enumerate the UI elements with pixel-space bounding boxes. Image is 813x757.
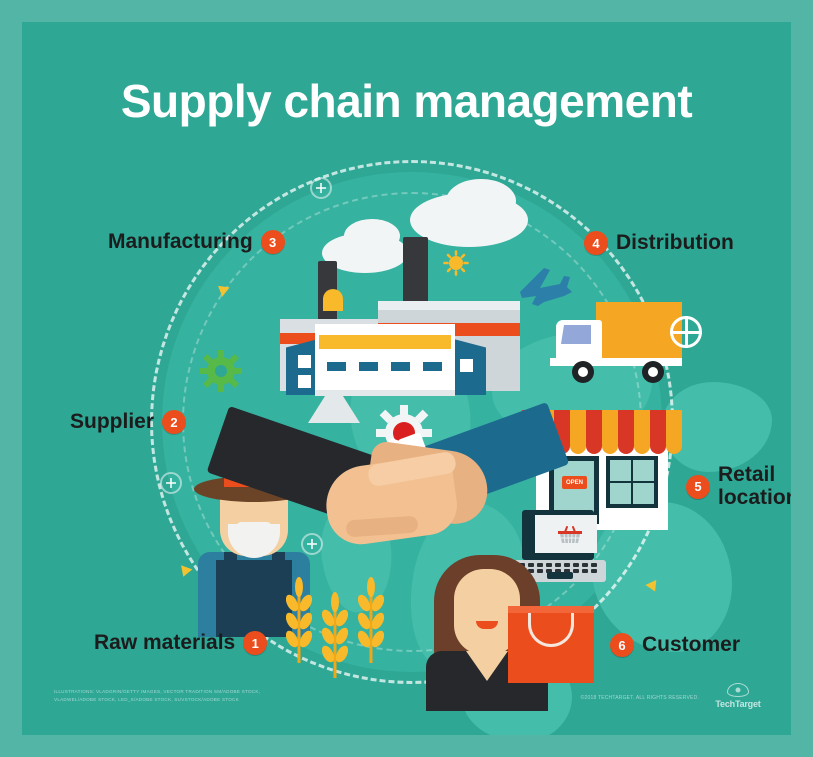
factory-illustration	[260, 179, 528, 423]
wheat-stalk-icon	[358, 577, 384, 663]
bag-handle	[528, 613, 574, 647]
open-sign: OPEN	[562, 476, 587, 489]
truck-window	[561, 325, 591, 344]
laptop-display	[535, 515, 597, 553]
farmer-mustache	[236, 522, 272, 533]
laptop-screen	[522, 510, 597, 560]
truck-wheel	[572, 361, 594, 383]
retail-store-illustration: OPEN	[522, 394, 682, 530]
globe-icon	[670, 316, 702, 348]
factory-main-building	[315, 324, 455, 396]
sidebar-item-distribution[interactable]: 4 Distribution	[584, 231, 734, 255]
illustration-credits: ILLUSTRATIONS: VLADGRIN/GETTY IMAGES, VE…	[54, 688, 261, 703]
delivery-truck-illustration	[550, 299, 702, 389]
stage-label: Raw materials	[94, 630, 236, 654]
sidebar-item-supplier[interactable]: Supplier 2	[70, 409, 187, 434]
sidebar-item-customer[interactable]: 6 Customer	[610, 633, 740, 657]
smoke-cloud	[344, 219, 400, 253]
store-door-glass	[554, 461, 594, 519]
stage-label: Distribution	[616, 230, 734, 254]
stage-label: Customer	[642, 632, 741, 656]
wheat-stalk-icon	[286, 577, 312, 663]
customer-lips	[476, 621, 498, 629]
sidebar-item-manufacturing[interactable]: Manufacturing 3	[108, 230, 285, 254]
truck-chassis	[550, 358, 682, 366]
plus-marker-icon	[301, 533, 323, 555]
shopping-basket-icon	[558, 526, 582, 544]
truck-wheel	[642, 361, 664, 383]
brand-wordmark: TechTarget	[715, 699, 761, 709]
airplane-icon	[520, 268, 572, 306]
copyright-notice: ©2018 TECHTARGET. ALL RIGHTS RESERVED.	[580, 695, 699, 701]
sidebar-item-raw-materials[interactable]: Raw materials 1	[94, 630, 268, 655]
laptop-trackpad	[547, 572, 573, 579]
stage-badge: 4	[584, 231, 608, 255]
stage-label: Manufacturing	[108, 229, 253, 253]
store-window-frame	[606, 456, 658, 508]
handshake-illustration	[206, 400, 570, 580]
stage-badge: 5	[686, 474, 710, 499]
stage-badge: 2	[162, 410, 187, 434]
flow-arrow-icon	[177, 565, 193, 579]
farmer-overalls	[216, 560, 292, 637]
stage-badge: 3	[260, 230, 285, 254]
eye-icon	[727, 683, 749, 697]
bag-top-edge	[508, 606, 594, 613]
stage-badge: 6	[610, 633, 634, 657]
smoke-cloud	[446, 179, 516, 223]
page-title: Supply chain management	[120, 75, 693, 127]
sidebar-item-retail-location[interactable]: 5 Retail location	[686, 463, 791, 509]
plus-marker-icon	[310, 177, 332, 199]
shopping-bag-illustration	[508, 606, 594, 683]
stage-label: Supplier	[70, 409, 155, 433]
laptop-illustration	[514, 510, 606, 588]
gear-icon-green	[200, 350, 242, 392]
truck-cargo-box	[596, 302, 702, 358]
stage-badge: 1	[243, 631, 268, 655]
plus-marker-icon	[160, 472, 182, 494]
factory-door	[323, 289, 343, 311]
stage-label: Retail location	[718, 463, 791, 509]
techtarget-logo: TechTarget	[707, 683, 769, 709]
sun-sparkle-icon	[443, 250, 469, 276]
infographic-panel: Supply chain management	[22, 22, 791, 735]
wheat-stalk-icon	[322, 592, 348, 678]
